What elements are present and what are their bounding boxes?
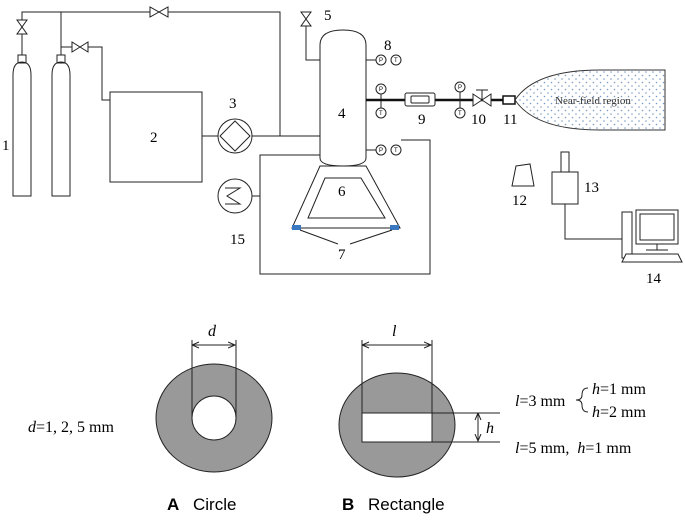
label-11: 11: [503, 112, 517, 128]
panel-a-caption: Circle: [193, 495, 236, 514]
label-13: 13: [584, 180, 599, 196]
panel-a-circle: [155, 340, 273, 473]
label-10: 10: [471, 112, 486, 128]
gauge-pt-bottom: P T: [366, 144, 402, 156]
rect-dim-h: h: [486, 420, 494, 437]
label-6: 6: [338, 184, 346, 200]
near-field-label: Near-field region: [555, 95, 631, 107]
svg-text:T: T: [394, 58, 398, 64]
box-2: [109, 91, 203, 183]
valve-icon: [16, 19, 28, 35]
label-2: 2: [150, 130, 158, 146]
rect-dim-l: l: [392, 323, 397, 340]
svg-text:T: T: [394, 148, 398, 154]
computer-14-icon: [621, 209, 683, 263]
sensor-7-right: [390, 225, 399, 230]
valve-icon: [149, 6, 169, 18]
valve-5-icon: [300, 11, 312, 30]
rect-spec-1: l=3 mm: [515, 393, 566, 410]
gauge-pt-8: P T: [366, 54, 402, 66]
light-source-12: [511, 163, 535, 187]
label-4: 4: [338, 106, 346, 122]
hood-6: [291, 165, 401, 229]
label-7: 7: [338, 247, 346, 263]
enclosure-frame: [259, 139, 431, 275]
gauge-pt-10: P T: [454, 81, 466, 119]
heater-15: [217, 178, 253, 214]
pump-3: [217, 118, 253, 154]
panel-b-rectangle: [338, 340, 589, 478]
svg-text:P: P: [379, 148, 383, 154]
label-9: 9: [418, 112, 426, 128]
panel-a-letter: A: [167, 495, 179, 514]
circle-values: d=1, 2, 5 mm: [28, 419, 114, 436]
circle-dim-d: d: [208, 323, 217, 340]
rect-spec-1-h1: h=1 mm: [592, 381, 646, 398]
svg-text:T: T: [458, 111, 462, 117]
label-3: 3: [229, 96, 237, 112]
label-14: 14: [646, 271, 662, 287]
svg-text:P: P: [458, 85, 462, 91]
vessel-4: [319, 29, 367, 167]
rect-spec-1-h2: h=2 mm: [592, 404, 646, 421]
label-12: 12: [512, 193, 527, 209]
near-field-region: [514, 69, 666, 131]
gas-cylinders: [12, 54, 71, 197]
svg-text:P: P: [379, 87, 383, 93]
panel-b-caption: Rectangle: [368, 495, 445, 514]
svg-text:P: P: [379, 58, 383, 64]
nozzle-11: [502, 95, 516, 105]
sensor-7-left: [292, 225, 301, 230]
rect-spec-2: l=5 mm,h=1 mm: [515, 440, 632, 457]
label-15: 15: [230, 232, 245, 248]
label-8: 8: [384, 38, 392, 54]
valve-10-icon: [472, 89, 492, 107]
label-1: 1: [2, 138, 10, 154]
camera-13: [551, 171, 579, 205]
panel-b-letter: B: [342, 495, 354, 514]
svg-text:T: T: [379, 111, 383, 117]
valve-icon: [71, 41, 89, 53]
label-5: 5: [324, 8, 332, 24]
